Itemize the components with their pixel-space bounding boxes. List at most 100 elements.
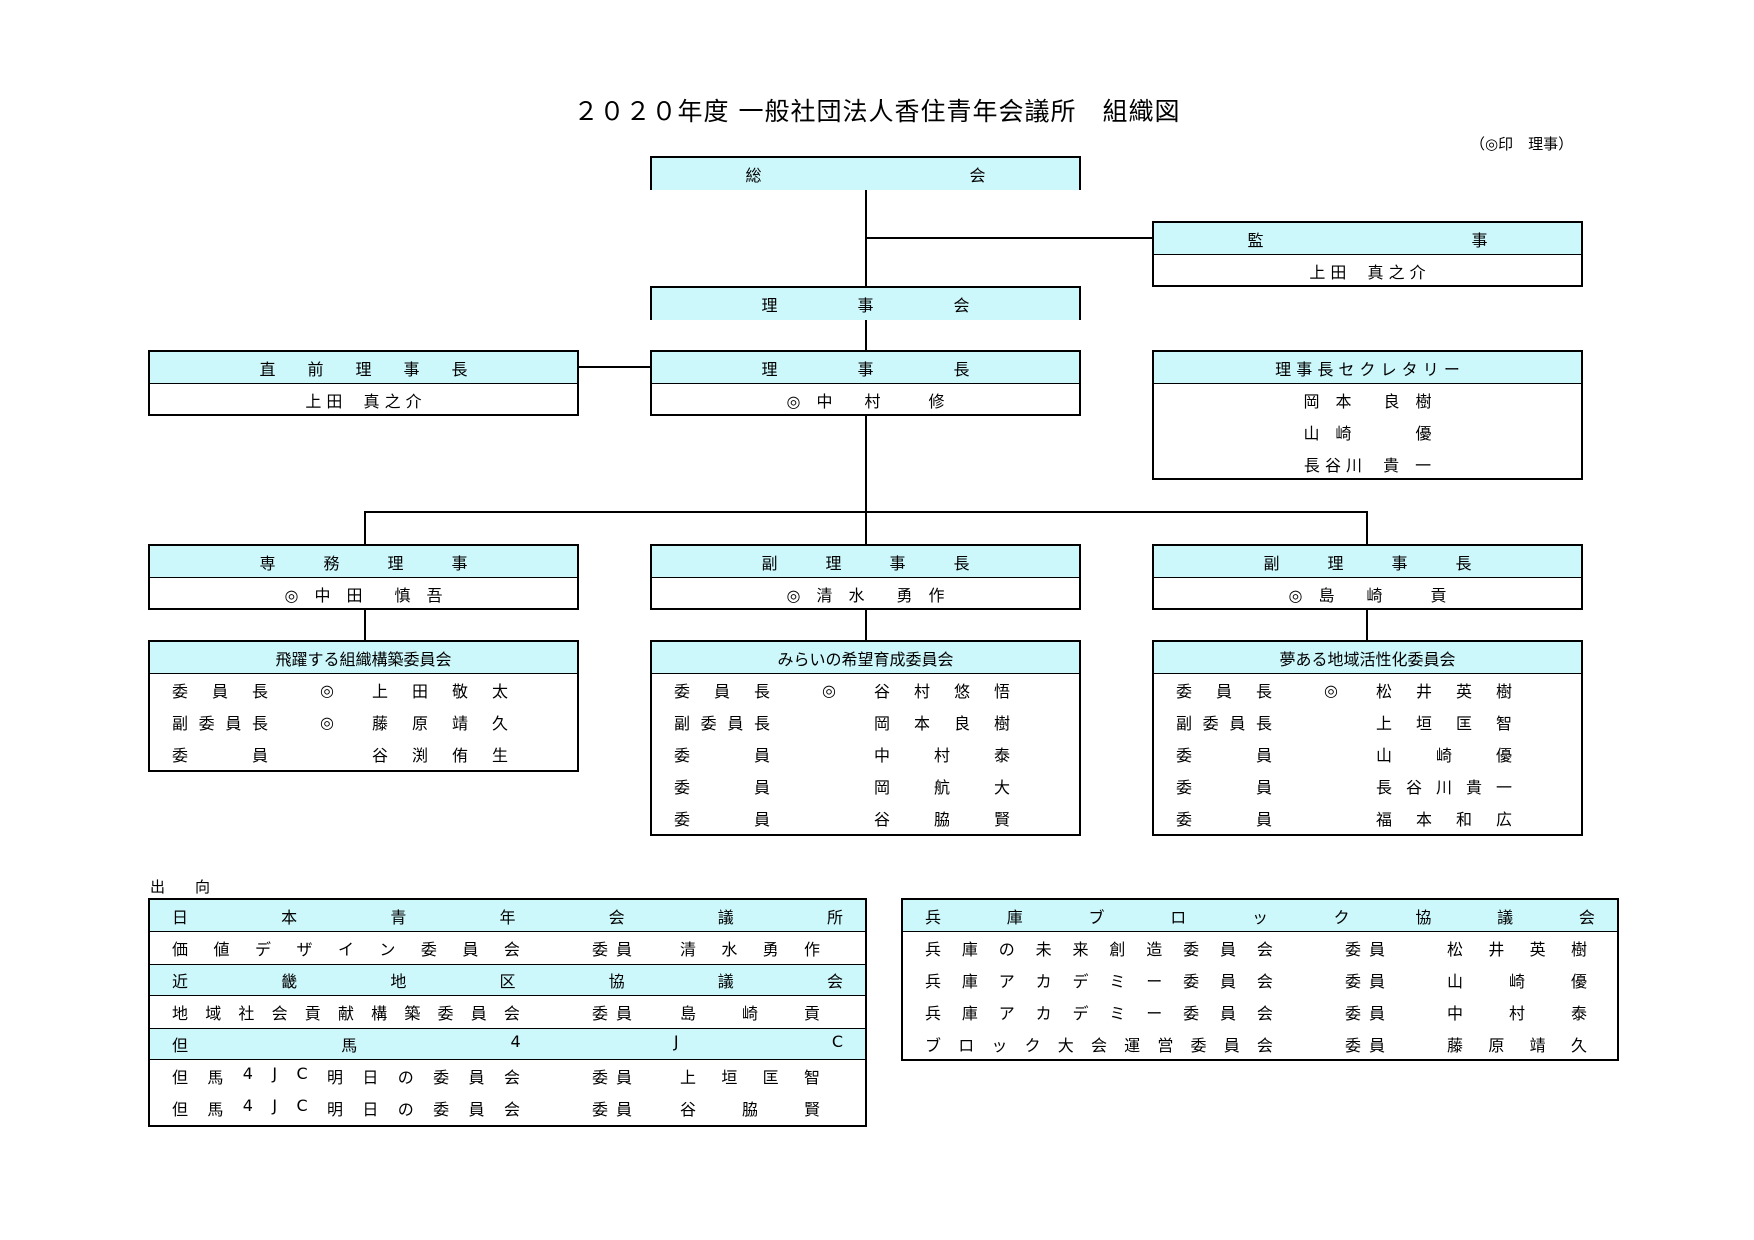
committee-member-row: 委員谷脇賢 bbox=[652, 802, 1079, 834]
president-box: 理 事 長 ◎ 中 村 修 bbox=[650, 350, 1081, 416]
vice-president-label: 副 理 事 長 bbox=[652, 546, 1079, 578]
past-president-member: 上 田 真 之 介 bbox=[305, 392, 422, 411]
committee-box: 飛躍する組織構築委員会 委員長◎上田敬太副委員長◎藤原靖久委員谷渕侑生 bbox=[148, 640, 579, 772]
secondment-person: 中村泰 bbox=[1447, 1004, 1587, 1023]
committee-rows: 委員長◎上田敬太副委員長 ◎ 藤原靖久委員 谷渕侑生 bbox=[150, 674, 577, 770]
director-mark: ◎ bbox=[1324, 680, 1338, 700]
secondment-committee-name: 兵庫アカデミー委員会 bbox=[925, 1004, 1273, 1023]
general-assembly-label: 総 会 bbox=[652, 158, 1079, 190]
auditor-box: 監 事 上 田 真 之 介 bbox=[1152, 221, 1583, 287]
secondment-row: 兵庫の未来創造委員会 委員 松井英樹 bbox=[903, 932, 1617, 964]
secondment-org-name: 近畿地区協議会 bbox=[172, 972, 843, 991]
executive-director-label: 専 務 理 事 bbox=[150, 546, 577, 578]
secondment-row: 価値デザイン委員会委員清水勇作 bbox=[150, 932, 865, 964]
committee-role: 委員 bbox=[674, 778, 770, 797]
secondment-row: ブロック大会運営委員会委員藤原靖久 bbox=[903, 1028, 1617, 1060]
connector-line bbox=[865, 237, 1153, 239]
secondment-row: 地域社会貢献構築委員会委員島崎貢 bbox=[150, 996, 865, 1028]
committee-member-name: 岡航大 bbox=[874, 778, 1010, 797]
committee-role: 副委員長 bbox=[1176, 714, 1272, 733]
committee-member-row: 委員福本和広 bbox=[1154, 802, 1581, 834]
committee-member-name: 上垣匡智 bbox=[1376, 714, 1512, 733]
auditor-member: 上 田 真 之 介 bbox=[1309, 263, 1426, 282]
secondment-role: 委員 bbox=[592, 1100, 632, 1119]
president-member: ◎ 中 村 修 bbox=[786, 392, 945, 411]
committee-box: 夢ある地域活性化委員会 委員長 ◎ 松井英樹副委員長 上垣匡智委員山崎優委員長谷川貴一… bbox=[1152, 640, 1583, 836]
committee-member-row: 委員 谷渕侑生 bbox=[150, 738, 577, 770]
secondment-org-head: 日本青年会議所 bbox=[150, 900, 865, 932]
board-box: 理 事 会 bbox=[650, 286, 1081, 320]
secretary-box: 理 事 長 セ ク レ タ リ ー 岡 本 良 樹 山 崎 優 長 谷 川 貴 … bbox=[1152, 350, 1583, 480]
committee-member-row: 委員長◎谷村悠悟 bbox=[652, 674, 1079, 706]
committee-member-row: 委員長谷川貴一 bbox=[1154, 770, 1581, 802]
vice-president-box: 副 理 事 長 ◎ 島 崎 貢 bbox=[1152, 544, 1583, 610]
committee-name: みらいの希望育成委員会 bbox=[652, 642, 1079, 674]
secondment-org-head: 近畿地区協議会 bbox=[150, 964, 865, 996]
secondment-org-head: 兵庫ブロック協議会 bbox=[903, 900, 1617, 932]
connector-line bbox=[865, 318, 867, 352]
secondment-role: 委員 bbox=[1345, 972, 1385, 991]
secondment-left-table: 日本青年会議所価値デザイン委員会委員清水勇作近畿地区協議会地域社会貢献構築委員会… bbox=[148, 898, 867, 1127]
committee-member-row: 委員山崎優 bbox=[1154, 738, 1581, 770]
committee-role: 委員 bbox=[172, 746, 268, 765]
connector-line bbox=[364, 609, 366, 641]
committee-role: 委員長 bbox=[172, 682, 268, 701]
secondment-person: 松井英樹 bbox=[1447, 940, 1587, 959]
secondment-person: 山崎優 bbox=[1447, 972, 1587, 991]
committee-member-row: 副委員長 上垣匡智 bbox=[1154, 706, 1581, 738]
committee-member-name: 中村泰 bbox=[874, 746, 1010, 765]
secondment-org-name: 兵庫ブロック協議会 bbox=[925, 907, 1595, 927]
committee-member-row: 副委員長岡本良樹 bbox=[652, 706, 1079, 738]
secondment-role: 委員 bbox=[1345, 940, 1385, 959]
connector-line bbox=[865, 609, 867, 641]
committee-member-name: 谷村悠悟 bbox=[874, 682, 1010, 701]
page-title: ２０２０年度 一般社団法人香住青年会議所 組織図 bbox=[573, 97, 1181, 126]
past-president-box: 直 前 理 事 長 上 田 真 之 介 bbox=[148, 350, 579, 416]
committee-role: 委員 bbox=[674, 810, 770, 829]
secondment-person: 谷脇賢 bbox=[680, 1100, 820, 1119]
committee-member-name: 藤原靖久 bbox=[372, 714, 508, 733]
secondment-label: 出 向 bbox=[150, 878, 211, 896]
secondment-person: 清水勇作 bbox=[680, 940, 820, 959]
secondment-person: 上垣匡智 bbox=[680, 1068, 820, 1087]
director-mark: ◎ bbox=[822, 680, 836, 700]
committee-box: みらいの希望育成委員会 委員長◎谷村悠悟副委員長岡本良樹委員中村泰委員岡航大委員… bbox=[650, 640, 1081, 836]
committee-rows: 委員長 ◎ 松井英樹副委員長 上垣匡智委員山崎優委員長谷川貴一委員福本和広 bbox=[1154, 674, 1581, 834]
connector-line bbox=[1366, 511, 1368, 544]
board-label: 理 事 会 bbox=[652, 288, 1079, 320]
connector-line bbox=[1366, 609, 1368, 641]
committee-member-name: 谷渕侑生 bbox=[372, 746, 508, 765]
committee-member-row: 副委員長 ◎ 藤原靖久 bbox=[150, 706, 577, 738]
secondment-right-table: 兵庫ブロック協議会兵庫の未来創造委員会委員松井英樹兵庫アカデミー委員会委員山崎優… bbox=[901, 898, 1619, 1061]
committee-member-row: 委員長 ◎ 松井英樹 bbox=[1154, 674, 1581, 706]
committee-role: 委員 bbox=[1176, 778, 1272, 797]
director-mark: ◎ bbox=[320, 712, 334, 732]
secretary-member: 長 谷 川 貴 一 bbox=[1303, 456, 1432, 475]
committee-role: 委員長 bbox=[1176, 682, 1272, 701]
committee-member-row: 委員 岡航大 bbox=[652, 770, 1079, 802]
secondment-committee-name: 兵庫の未来創造委員会 bbox=[925, 940, 1273, 959]
committee-role: 委員 bbox=[1176, 810, 1272, 829]
executive-director-box: 専 務 理 事 ◎ 中 田 慎 吾 bbox=[148, 544, 579, 610]
secondment-role: 委員 bbox=[592, 940, 632, 959]
secondment-role: 委員 bbox=[592, 1068, 632, 1087]
auditor-label: 監 事 bbox=[1154, 223, 1581, 255]
secondment-role: 委員 bbox=[592, 1004, 632, 1023]
secondment-role: 委員 bbox=[1345, 1036, 1385, 1055]
connector-line bbox=[865, 416, 867, 544]
president-label: 理 事 長 bbox=[652, 352, 1079, 384]
secondment-committee-name: 地域社会貢献構築委員会 bbox=[172, 1004, 520, 1023]
legend-note: （◎印 理事） bbox=[1470, 135, 1574, 153]
committee-name: 夢ある地域活性化委員会 bbox=[1154, 642, 1581, 674]
committee-member-row: 委員長◎上田敬太 bbox=[150, 674, 577, 706]
secondment-row: 兵庫アカデミー委員会委員山崎優 bbox=[903, 964, 1617, 996]
committee-role: 委員 bbox=[674, 746, 770, 765]
committee-role: 副委員長 bbox=[172, 714, 268, 733]
secondment-person: 藤原靖久 bbox=[1447, 1036, 1587, 1055]
committee-member-name: 松井英樹 bbox=[1376, 682, 1512, 701]
secondment-row: 兵庫アカデミー委員会委員中村泰 bbox=[903, 996, 1617, 1028]
committee-rows: 委員長◎谷村悠悟副委員長岡本良樹委員中村泰委員岡航大委員谷脇賢 bbox=[652, 674, 1079, 834]
